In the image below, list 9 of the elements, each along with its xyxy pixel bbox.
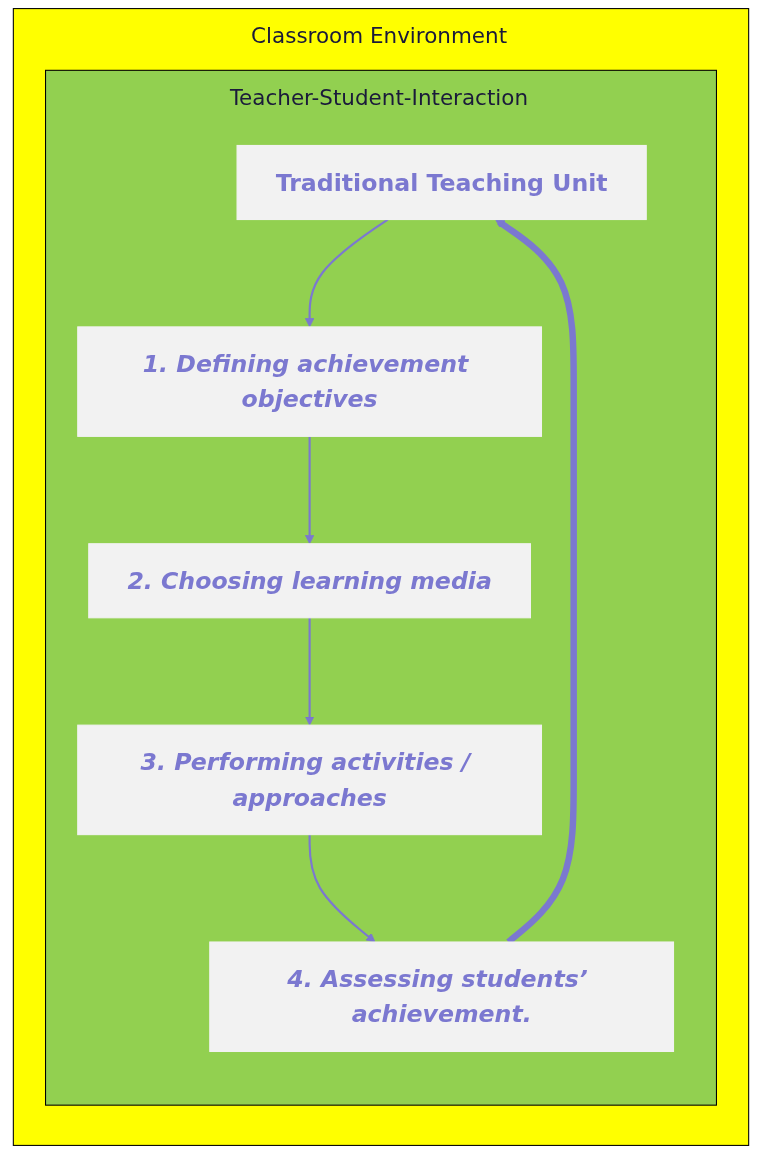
node-box: Traditional Teaching Unit	[236, 144, 647, 221]
node-box: 2. Choosing learning media	[88, 543, 531, 619]
arrow	[304, 617, 315, 726]
arrow	[304, 218, 389, 328]
arrow	[308, 834, 376, 943]
node-box: 4. Assessing students’ achievement.	[209, 941, 675, 1052]
node-box: 1. Defining achievement objectives	[77, 326, 543, 437]
node-box: 3. Performing activities / approaches	[77, 724, 543, 836]
arrow	[304, 436, 315, 545]
